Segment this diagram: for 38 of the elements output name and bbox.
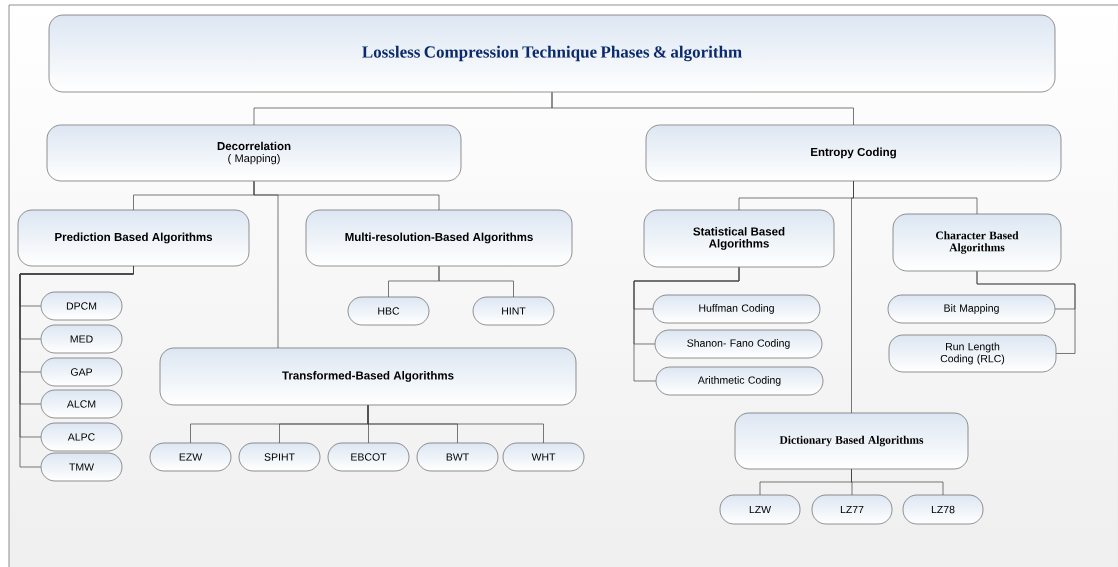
- title-box: Lossless Compression Technique Phases & algorithm: [48, 14, 1056, 93]
- category-box: Character Based Algorithms: [892, 213, 1062, 272]
- algorithm-pill: Arithmetic Coding: [655, 366, 824, 396]
- algorithm-pill: EBCOT: [327, 442, 410, 472]
- algorithm-pill: LZW: [719, 494, 801, 525]
- algorithm-pill: DPCM: [40, 291, 123, 321]
- category-box: Dictionary Based Algorithms: [734, 412, 969, 470]
- algorithm-pill: ALPC: [40, 422, 123, 452]
- algorithm-pill: Bit Mapping: [887, 294, 1056, 324]
- connector-line: [253, 180, 279, 349]
- connector-line: [551, 91, 854, 126]
- connector-line: [851, 180, 854, 414]
- algorithm-pill: TMW: [40, 452, 123, 482]
- category-box: Transformed-Based Algorithms: [159, 347, 577, 406]
- algorithm-pill: GAP: [40, 357, 123, 387]
- connector-line: [438, 265, 514, 298]
- connector-line: [633, 266, 740, 382]
- algorithm-pill: ALCM: [40, 389, 123, 419]
- category-box: Prediction Based Algorithms: [17, 209, 250, 267]
- category-box: Multi-resolution-Based Algorithms: [305, 209, 573, 267]
- category-box: Decorrelation ( Mapping): [46, 124, 462, 182]
- category-box: Statistical Based Algorithms: [643, 209, 835, 268]
- algorithm-pill: MED: [40, 324, 123, 354]
- algorithm-pill: SPIHT: [238, 442, 321, 472]
- algorithm-pill: LZ77: [811, 494, 893, 525]
- connector-line: [851, 468, 944, 496]
- algorithm-pill: BWT: [416, 442, 499, 472]
- algorithm-pill: Huffman Coding: [652, 294, 821, 324]
- algorithm-pill: WHT: [502, 442, 585, 472]
- algorithm-pill: HBC: [347, 296, 430, 326]
- connector-line: [367, 404, 544, 444]
- algorithm-pill: Shanon- Fano Coding: [654, 329, 823, 359]
- category-box: Entropy Coding: [645, 124, 1062, 182]
- algorithm-pill: HINT: [472, 296, 555, 326]
- algorithm-pill: LZ78: [902, 494, 984, 525]
- connector-line: [976, 270, 1076, 354]
- algorithm-pill: EZW: [149, 442, 232, 472]
- algorithm-pill: Run Length Coding (RLC): [888, 334, 1057, 373]
